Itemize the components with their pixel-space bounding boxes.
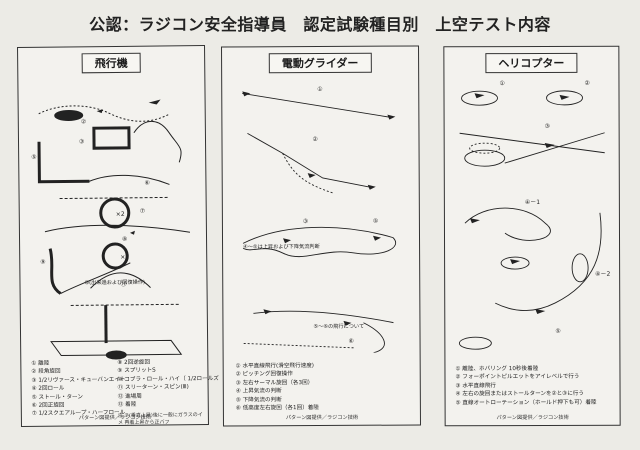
glider-annotation-2: ⑤～⑥の飛行について [313, 323, 365, 331]
svg-text:⑤: ⑤ [373, 218, 378, 225]
panel-helicopter: ヘリコプター [443, 45, 621, 427]
helicopter-pattern-diagram: ① ② ③ ⑤ [444, 73, 621, 354]
glider-annotation: ④～⑤は上昇および下降気流判断 [243, 244, 320, 251]
svg-text:⑧: ⑧ [122, 236, 127, 243]
legend-item: ⑬ 着陸 [117, 401, 137, 408]
svg-text:②: ② [81, 118, 87, 125]
airplane-legend-left: ① 離陸 ② 段角旋回 ③ 1/2リヴァース・キューバンエイト ④ 2回ロール … [31, 359, 126, 419]
legend-item: ② フォーポイントピルエットをアイレベルで行う [455, 374, 580, 381]
svg-text:⑥: ⑥ [349, 338, 354, 345]
legend-item: ① 水平直線飛行(滑空飛行速度) [235, 363, 314, 370]
svg-text:②: ② [312, 136, 318, 143]
svg-text:⑤: ⑤ [31, 154, 36, 161]
panel-airplane: 飛行機 [17, 45, 219, 427]
svg-text:①: ① [499, 80, 504, 87]
legend-item: ⑤ 直線オートローテーション（ホールド押下も可）着陸 [455, 399, 597, 406]
page-title: 公認：ラジコン安全指導員 認定試験種目別 上空テスト内容 [89, 15, 551, 34]
helicopter-legend: ① 離陸、ホバリング 10秒後着陸 ② フォーポイントピルエットをアイレベルで行… [455, 365, 596, 408]
panel-header-airplane: 飛行機 [81, 52, 141, 74]
helicopter-label-4-2: ④－2 [595, 270, 611, 278]
legend-item: ⑥ 低高度左右旋回（各1回）着陸 [235, 405, 319, 412]
svg-text:⑤: ⑤ [555, 328, 560, 335]
svg-text:⑦: ⑦ [140, 208, 146, 215]
legend-item: ③ 1/2リヴァース・キューバンエイト [31, 376, 126, 384]
glider-pattern-diagram: ① ② ③ ⑤ ⑥ [222, 72, 421, 354]
airplane-annotation: ⑩(出来過および回復操作) [84, 279, 146, 287]
svg-text:②: ② [584, 80, 590, 87]
helicopter-label-4-1: ④－1 [524, 198, 541, 207]
svg-text:③: ③ [79, 138, 84, 145]
svg-text:⑨: ⑨ [40, 259, 45, 266]
airplane-legend-right: ⑧ 2回逆旋回 ⑨ スプリットS ⑩ コブラ・ロール・ハイ（ 1/2ロールズ ⑪… [117, 358, 219, 409]
glider-legend: ① 水平直線飛行(滑空飛行速度) ② ピッチング回復操作 ③ 左右サーマル旋回（… [236, 362, 319, 413]
airplane-pattern-diagram: ⑤ ② ③ ⑥ ⑦ ⑧ ⑨ ×2 ×2 ⑪ [18, 72, 209, 364]
svg-text:⑥: ⑥ [144, 180, 149, 187]
svg-text:①: ① [317, 86, 322, 93]
legend-item: ③ 左右サーマル旋回（各3回） [235, 379, 314, 387]
svg-text:③: ③ [545, 123, 550, 130]
panel-header-helicopter: ヘリコプター [485, 52, 578, 74]
svg-text:×2: ×2 [120, 254, 129, 261]
helicopter-caption: パターン図提供／ラジコン技術 [496, 414, 569, 422]
svg-text:×2: ×2 [116, 211, 125, 218]
legend-item: ④ 左右の旋回またはストールターンを②と③に行う [455, 391, 584, 398]
svg-text:③: ③ [303, 218, 308, 225]
panel-header-glider: 電動グライダー [268, 52, 372, 74]
svg-text:⑪: ⑪ [120, 280, 126, 288]
glider-caption: パターン図提供／ラジコン技術 [285, 414, 359, 422]
panel-glider: 電動グライダー ① ② ③ [221, 45, 421, 427]
